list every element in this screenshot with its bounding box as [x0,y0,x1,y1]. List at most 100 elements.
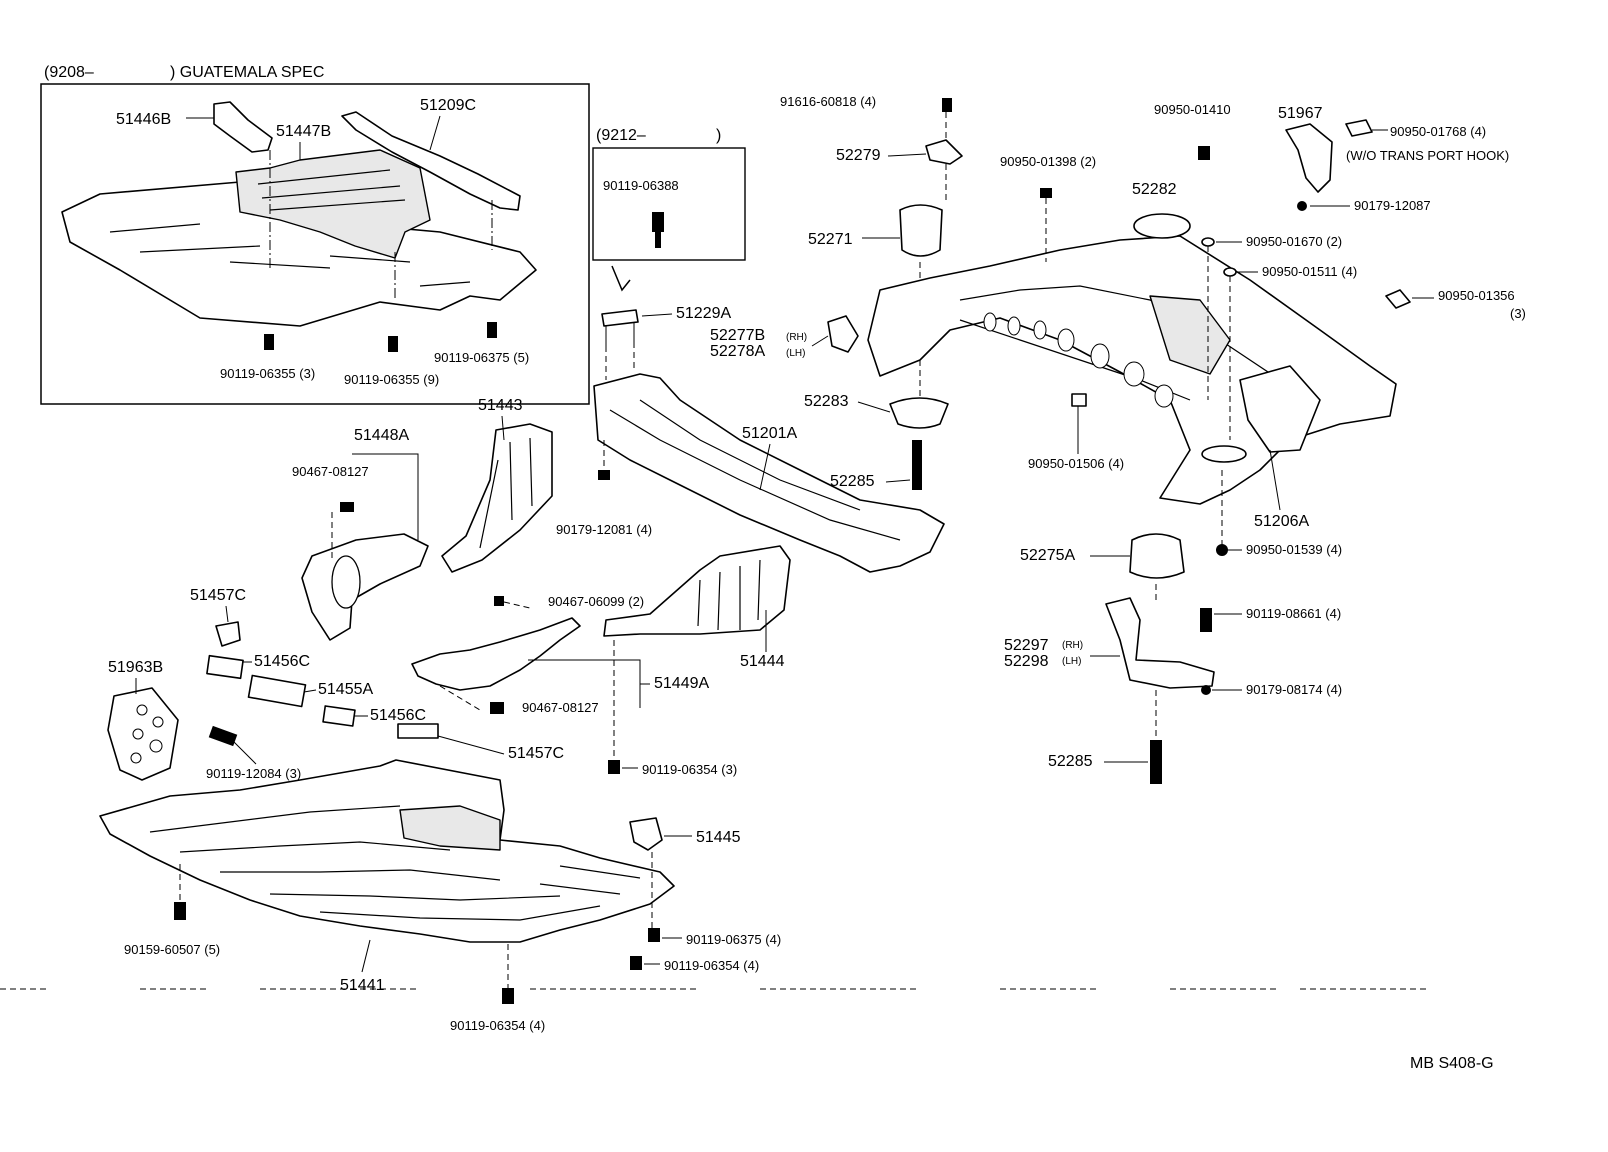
pad-51457C-top-illustration [215,621,241,647]
bolt-icon [912,440,922,490]
guatemala-spec-section: (9208– ) GUATEMALA SPEC 51446B 51447B 51… [40,64,590,405]
label-52283: 52283 [804,393,849,410]
spec-9212-close-label: ) [716,127,721,144]
label-52279: 52279 [836,147,881,164]
side-panels-illustration [107,423,791,781]
label-52298-side: (LH) [1062,656,1081,667]
label-90119-06375-4: 90119-06375 (4) [686,932,781,947]
label-90179-12081: 90179-12081 (4) [556,522,652,537]
bracket-51444-illustration [603,545,791,637]
label-90119-06355-9: 90119-06355 (9) [344,372,439,387]
label-52278A-side: (LH) [786,348,805,359]
hole-icon [983,312,1174,408]
label-52277B-side: (RH) [786,332,807,343]
bracket-52277B-illustration [827,315,859,353]
panel-51448A-illustration [301,533,429,641]
subframe-51206A-illustration [867,235,1397,505]
crossmember-51201A-illustration [593,309,945,573]
label-51206A: 51206A [1254,513,1309,530]
diagram-code: MB S408-G [1410,1055,1494,1072]
label-51446B: 51446B [116,111,171,128]
clip-51445-illustration [629,817,663,851]
label-51445: 51445 [696,829,741,846]
label-90950-01398: 90950-01398 (2) [1000,154,1096,169]
clip-90950-01356-illustration [1385,289,1411,309]
label-52298: 52298 [1004,653,1049,670]
label-90179-08174: 90179-08174 (4) [1246,682,1342,697]
bolt-icon [1200,608,1212,632]
label-52285-top: 52285 [830,473,875,490]
mount-stack-illustration [827,98,963,490]
bracket-51449A-illustration [411,617,581,691]
fasteners-right-illustration [1040,119,1411,784]
label-90950-01768: 90950-01768 (4) [1390,124,1486,139]
label-51455A: 51455A [318,681,373,698]
bolt-icon [608,760,620,774]
pad-51456C-bottom-illustration [322,705,356,727]
spec-open-label: (9208– [44,64,94,81]
bracket-51229A-illustration [601,309,639,327]
rail-51209C-illustration [341,111,521,211]
label-51443: 51443 [478,397,523,414]
bolt-icon [264,322,497,352]
nut-icon [1040,188,1052,198]
arrow-icon [611,265,631,292]
label-90119-08661: 90119-08661 (4) [1246,606,1341,621]
bolt-icon [502,988,514,1004]
label-91616-60818: 91616-60818 (4) [780,94,876,109]
label-51456C-top: 51456C [254,653,310,670]
label-90119-06355-3: 90119-06355 (3) [220,366,315,381]
label-90159-60507: 90159-60507 (5) [124,942,220,957]
bushing-90950-01506-illustration [1071,393,1087,407]
bracket-51446B-illustration [213,101,273,153]
label-52285-bottom: 52285 [1048,753,1093,770]
bolt-icon [652,212,664,248]
label-51457C-bottom: 51457C [508,745,564,762]
label-90950-01410: 90950-01410 [1154,102,1231,117]
bolt-icon [174,902,186,920]
bolt-icon [630,956,642,970]
label-90467-06099: 90467-06099 (2) [548,594,644,609]
label-52282: 52282 [1132,181,1177,198]
label-52278A: 52278A [710,343,765,360]
label-90119-06354-4b: 90119-06354 (4) [450,1018,545,1033]
label-90179-12087: 90179-12087 [1354,198,1431,213]
label-wo-trans-port-hook: (W/O TRANS PORT HOOK) [1346,148,1509,163]
spec-9212-open-label: (9212– [596,127,646,144]
clip-icon [490,702,504,714]
label-90467-08127-bottom: 90467-08127 [522,700,599,715]
hook-51967-illustration [1285,123,1333,193]
label-51456C-bottom: 51456C [370,707,426,724]
nut-icon [598,470,610,480]
label-90950-01356: 90950-01356 [1438,288,1515,303]
label-90119-06354-mid: 90119-06354 (3) [642,762,737,777]
spec-9212-box-frame [592,147,746,261]
label-51967: 51967 [1278,105,1323,122]
label-90119-06388: 90119-06388 [603,178,679,193]
label-52275A: 52275A [1020,547,1075,564]
label-52277B: 52277B [710,327,765,344]
label-51447B: 51447B [276,123,331,140]
bracket-52279-illustration [925,139,963,165]
label-90950-01356-qty: (3) [1510,306,1526,321]
bolt-icon [208,725,238,747]
label-52297-side: (RH) [1062,640,1083,651]
label-90119-06354-4a: 90119-06354 (4) [664,958,759,973]
label-90950-01511: 90950-01511 (4) [1262,264,1357,279]
bolt-icon [648,928,660,942]
nut-icon [1216,544,1228,556]
bracket-52297-illustration [1105,597,1215,689]
label-51201A: 51201A [742,425,797,442]
label-90467-08127-top: 90467-08127 [292,464,369,479]
cap-90950-01768-illustration [1345,119,1373,137]
label-90119-06375-5: 90119-06375 (5) [434,350,529,365]
bolt-icon [942,98,952,112]
bushing-52271-illustration [899,204,943,257]
clip-icon [494,596,504,606]
label-51229A: 51229A [676,305,731,322]
spec-name-label: ) GUATEMALA SPEC [170,64,324,81]
label-90950-01670: 90950-01670 (2) [1246,234,1342,249]
label-90950-01539: 90950-01539 (4) [1246,542,1342,557]
label-51449A: 51449A [654,675,709,692]
